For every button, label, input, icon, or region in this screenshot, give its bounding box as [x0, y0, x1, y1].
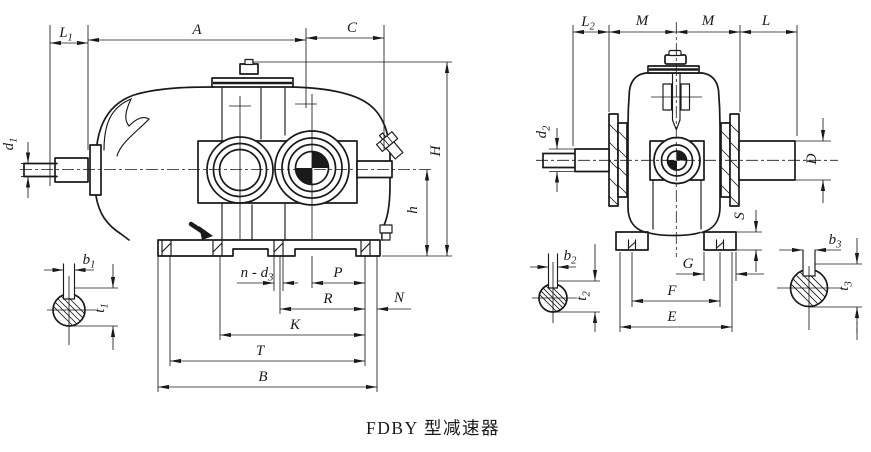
centerlines-left-view: [20, 94, 432, 239]
dimensions-H-h: H h: [252, 61, 452, 257]
dim-label-d2: d2: [534, 125, 553, 139]
shaft-section-3: b3 t3: [777, 232, 862, 340]
right-view: L2 M M L d2 D S: [534, 13, 838, 332]
gearbox-housing-side: [89, 58, 391, 241]
dim-label-d1: d1: [1, 138, 20, 151]
left-view: L1 A C d1 H h: [1, 20, 452, 392]
dim-label-N: N: [393, 290, 405, 306]
dim-label-t2: t2: [574, 291, 593, 301]
dim-label-M-right: M: [701, 13, 716, 29]
base-plate: [157, 224, 393, 257]
shaft-section-2: b2 t2: [530, 244, 600, 332]
dim-label-L: L: [761, 13, 770, 29]
dim-label-L1: L1: [58, 25, 73, 44]
dim-label-b2: b2: [564, 248, 578, 267]
dim-label-F: F: [666, 283, 677, 299]
centerlines-right-view: [536, 22, 838, 257]
dim-label-h: h: [405, 206, 421, 214]
dim-label-n-d3: n - d3: [241, 265, 274, 284]
center-target-mark: [677, 151, 687, 161]
dim-label-S: S: [732, 212, 748, 220]
dim-label-M-left: M: [635, 13, 650, 29]
dim-label-K: K: [289, 317, 301, 333]
dim-label-T: T: [256, 343, 266, 359]
dim-label-b1: b1: [83, 252, 96, 271]
dim-label-A: A: [191, 22, 202, 38]
dim-label-b3: b3: [829, 232, 842, 251]
bearing-bosses: [197, 130, 358, 206]
dim-label-D: D: [804, 153, 820, 165]
dimension-d1: d1: [1, 138, 36, 198]
shaft-section-1: b1 t1: [44, 252, 118, 350]
dim-label-t3: t3: [836, 281, 855, 290]
top-cover-end: [647, 49, 700, 74]
dimension-d2: d2: [534, 125, 579, 192]
dimensions-left-top: L1 A C: [49, 20, 385, 186]
dim-label-B: B: [258, 369, 267, 385]
dimensions-left-bottom: n - d3 P R N K T B: [157, 256, 411, 392]
dimensions-right-bottom: G F E: [619, 252, 764, 332]
drawing-caption: FDBY 型减速器: [366, 418, 500, 438]
side-lug: [379, 224, 393, 234]
dim-label-R: R: [322, 291, 332, 307]
dim-label-t1: t1: [92, 303, 111, 312]
dim-label-H: H: [428, 144, 444, 157]
dim-label-L2: L2: [580, 14, 595, 33]
dim-label-C: C: [347, 20, 358, 36]
vertical-bolt: [651, 72, 702, 130]
dimensions-right-top: L2 M M L: [572, 13, 798, 146]
dim-label-E: E: [666, 309, 676, 325]
feet: [615, 231, 737, 251]
center-target-mark: [312, 151, 329, 168]
pointer-arrow: [188, 221, 213, 240]
dim-label-G: G: [683, 256, 694, 272]
input-shaft: [23, 157, 89, 183]
dimension-S: S: [732, 210, 762, 272]
dimension-D: D: [795, 118, 831, 203]
dim-label-P: P: [332, 265, 342, 281]
